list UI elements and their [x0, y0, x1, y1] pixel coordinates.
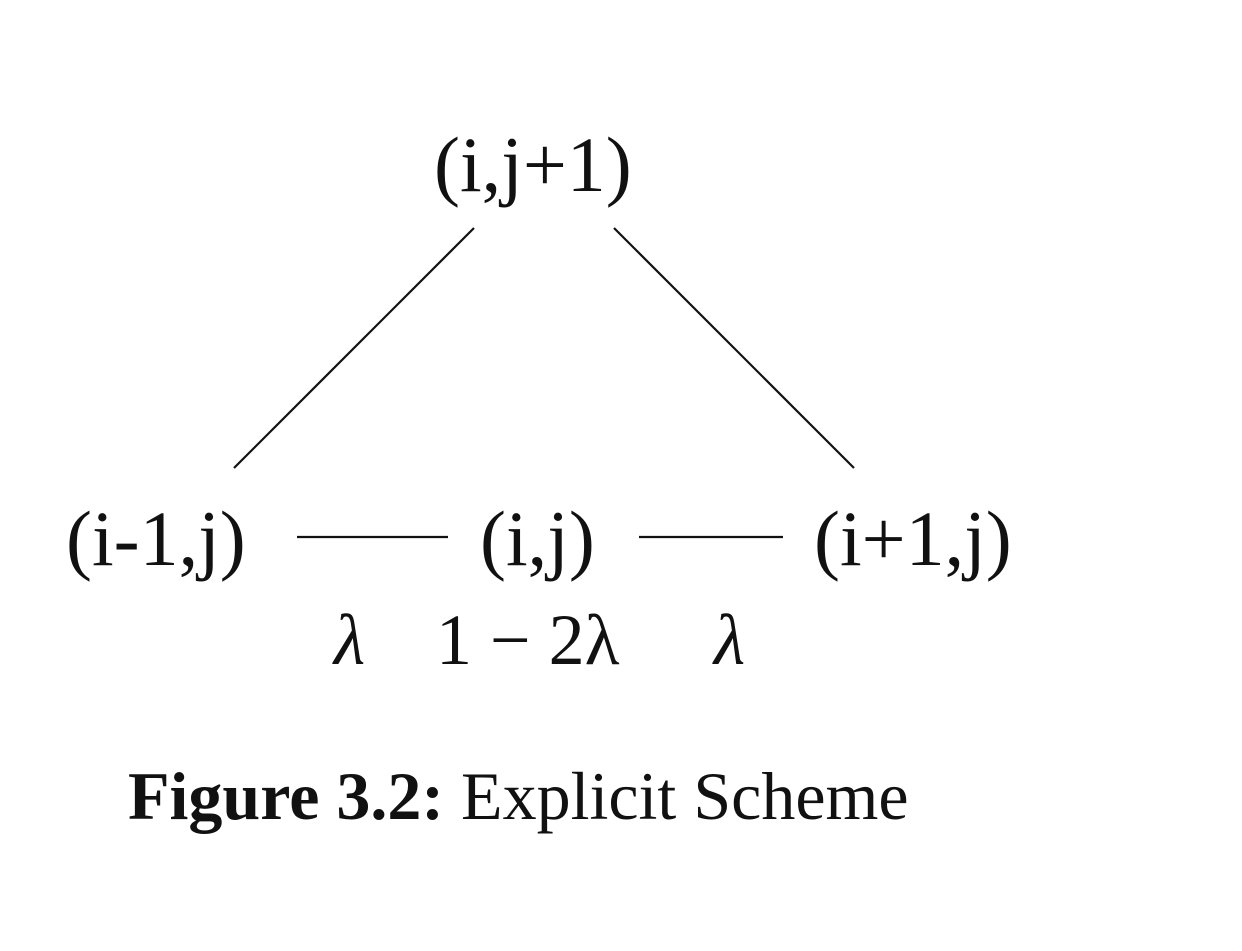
caption-text: Explicit Scheme — [461, 758, 909, 834]
figure-caption: Figure 3.2: Explicit Scheme — [128, 762, 909, 830]
node-center: (i,j) — [480, 495, 595, 582]
weight-center-text: 1 − 2λ — [436, 600, 620, 680]
edge-top-to-left — [233, 227, 475, 469]
weight-left: λ — [334, 600, 366, 680]
weight-right: λ — [714, 600, 746, 680]
weight-center: 1 − 2λ — [436, 604, 620, 676]
edge-top-to-right — [613, 227, 855, 469]
node-left: (i-1,j) — [66, 495, 246, 582]
node-right: (i+1,j) — [814, 495, 1012, 582]
caption-label: Figure 3.2: — [128, 758, 445, 834]
node-top: (i,j+1) — [434, 121, 632, 208]
